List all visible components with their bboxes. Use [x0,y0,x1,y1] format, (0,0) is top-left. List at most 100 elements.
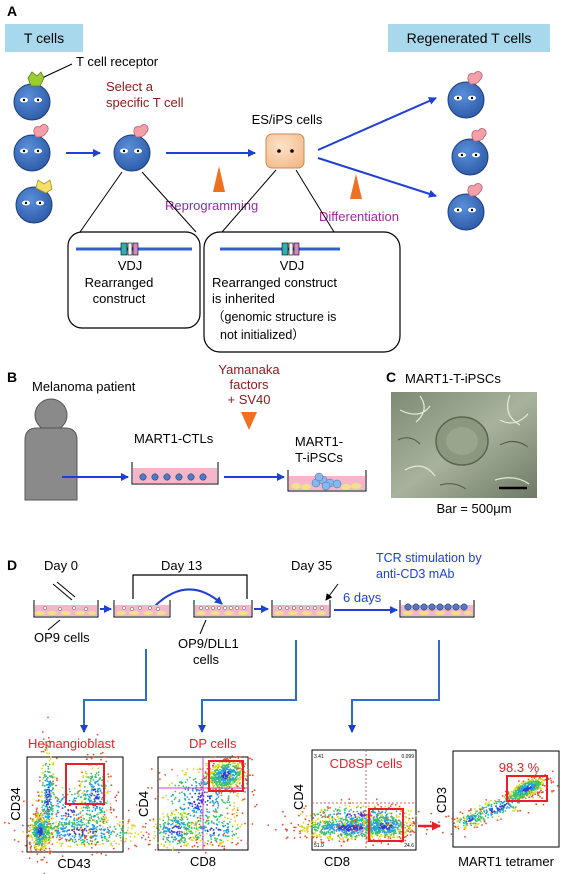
panel-c-title: MART1-T-iPSCs [405,371,501,386]
flow-plot-cd8sp [267,749,447,851]
factors-line1: Yamanaka [218,362,280,377]
box1-callout [79,171,197,233]
selected-t-cell-icon [113,124,151,172]
es-ips-cell-icon [265,133,305,169]
reprogramming-wedge-icon [213,166,225,192]
panel-a-letter: A [7,3,17,19]
select-line1: Select a [106,79,154,94]
es-eye-right-icon [290,149,294,153]
differentiation-label: Differentiation [319,209,399,224]
ctl-dish-icon [131,462,219,485]
op9dll1-line1: OP9/DLL1 [178,636,239,651]
plot3-q-bl: 51.0 [314,843,324,849]
tcr-stim-line1: TCR stimulation by [376,551,482,565]
reprogramming-label: Reprogramming [165,198,258,213]
plot4-xlabel: MART1 tetramer [458,854,555,869]
differentiation-wedge-icon [350,174,362,199]
day13-bracket [132,574,248,599]
box2-callout [221,169,335,233]
regenerated-t-cell-icon-2 [451,128,489,176]
plot3-q-tr: 0.099 [401,754,414,760]
plot4-gate-value: 98.3 % [499,760,540,775]
dish-day0-icon [33,600,99,618]
plot1-xlabel: CD43 [57,856,90,871]
patient-label: Melanoma patient [32,379,136,394]
ipsc-line2: T-iPSCs [295,450,343,465]
ipsc-line1: MART1- [295,434,343,449]
plot4-ylabel: CD3 [434,787,449,813]
ctl-label: MART1-CTLs [134,431,214,446]
regenerated-label: Regenerated T cells [407,30,532,46]
es-eye-left-icon [277,149,281,153]
j-segment-icon-2 [293,242,300,256]
plot1-ylabel: CD34 [8,787,23,820]
plot3-gate-label: CD8SP cells [330,756,403,771]
box1-line1: Rearranged [85,275,154,290]
plot2-gate-label: DP cells [189,736,237,751]
pipette-icon-edge [56,581,76,598]
panel-d-letter: D [7,557,17,573]
plot2-xlabel: CD8 [190,854,216,869]
t-cell-icon-2 [13,124,51,172]
box1-line2: construct [93,291,146,306]
tcr-stim-line2: anti-CD3 mAb [376,567,455,581]
d-segment-icon-2 [288,242,294,256]
t-cells-label-box [5,24,83,52]
flow-plot-tetramer [441,750,560,848]
op9dll1-pointer [199,619,207,635]
box2-line3: （genomic structure is [212,310,336,324]
factors-wedge-icon [241,412,257,430]
pipette-icon [52,583,73,601]
stim-pointer-arrow [325,583,339,601]
passage-arc-arrow [154,588,223,607]
regenerated-label-box [388,24,550,52]
j-segment-icon [132,242,139,256]
d-segment-icon [127,242,133,256]
rearranged-construct-box [67,231,201,329]
tcr-label: T cell receptor [76,54,159,69]
diff-arrow-down [317,157,437,198]
patient-silhouette-icon [24,398,78,501]
to-plot3-arrow [348,640,440,733]
regenerated-t-cell-icon-1 [447,71,485,119]
v-segment-icon-2 [281,242,289,256]
t-cells-label: T cells [24,30,64,46]
day0-label: Day 0 [44,558,78,573]
panel-b-letter: B [7,369,17,385]
dish-day35-icon [271,600,331,618]
box2-vdj: VDJ [280,258,305,273]
day35-label: Day 35 [291,558,332,573]
cd8sp-gate [368,808,404,842]
op9dll1-line2: cells [193,652,220,667]
scale-bar-label: Bar = 500μm [436,501,511,516]
factors-line2: factors [229,377,269,392]
box2-line4: not initialized） [220,328,305,342]
ipsc-dish-icon [287,470,367,492]
regenerated-t-cell-icon-3 [447,183,485,231]
plot3-q-tl: 3.41 [314,754,324,760]
six-days-label: 6 days [343,590,382,605]
op9-label: OP9 cells [34,630,90,645]
op9-pointer [47,619,61,631]
plot3-q-br: 24.6 [404,843,414,849]
micrograph-image [391,392,537,498]
flow-plot-dp [135,755,258,854]
dish-day13-icon [193,600,253,618]
day13-label: Day 13 [161,558,202,573]
plot1-gate-label: Hemangioblast [28,736,115,751]
diff-arrow-up [317,97,437,151]
dp-gate [208,760,244,792]
box2-line1: Rearranged construct [212,275,337,290]
box2-line2: is inherited [212,291,275,306]
dish-day7-icon [113,600,171,618]
dish-day41-icon [399,600,475,618]
v-segment-icon [120,242,128,256]
tcr-pointer-line [41,63,73,79]
to-plot1-arrow [80,649,147,733]
t-cell-icon-1 [13,71,51,121]
to-plot2-arrow [198,640,297,733]
select-line2: specific T cell [106,95,184,110]
hemangioblast-gate [65,763,105,805]
